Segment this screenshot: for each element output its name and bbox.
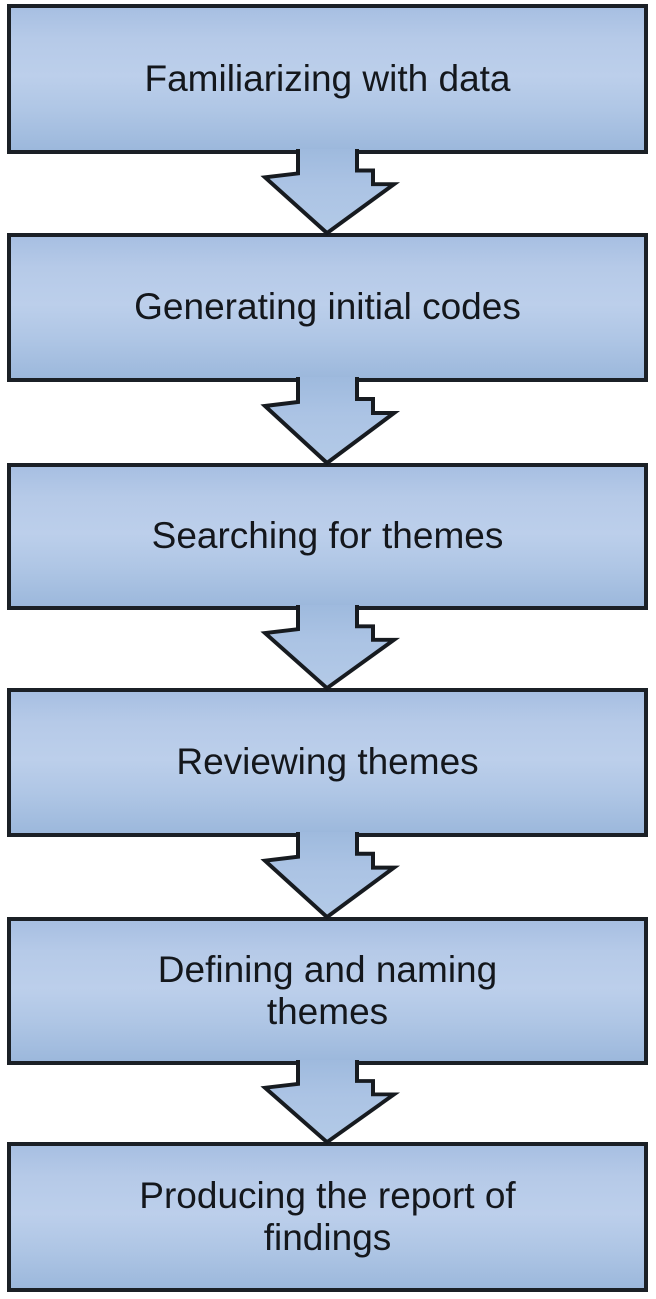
step-label: Familiarizing with data xyxy=(144,57,511,99)
step-label: Generating initial codes xyxy=(134,286,521,328)
step-label: Producing the report of findings xyxy=(139,1174,516,1258)
step-label: Reviewing themes xyxy=(176,741,479,783)
step-box-familiarizing: Familiarizing with data xyxy=(7,4,648,154)
step-box-producing-report: Producing the report of findings xyxy=(7,1142,648,1292)
arrow-down-icon xyxy=(260,149,401,236)
step-box-reviewing-themes: Reviewing themes xyxy=(7,688,648,837)
step-box-defining-naming: Defining and naming themes xyxy=(7,917,648,1065)
arrow-down-icon xyxy=(260,1060,401,1145)
step-box-searching-themes: Searching for themes xyxy=(7,463,648,610)
step-label: Searching for themes xyxy=(151,515,504,557)
arrow-down-icon xyxy=(260,605,401,691)
step-label: Defining and naming themes xyxy=(157,948,498,1032)
step-box-generating-codes: Generating initial codes xyxy=(7,233,648,382)
arrow-down-icon xyxy=(260,832,401,920)
arrow-down-icon xyxy=(260,377,401,466)
